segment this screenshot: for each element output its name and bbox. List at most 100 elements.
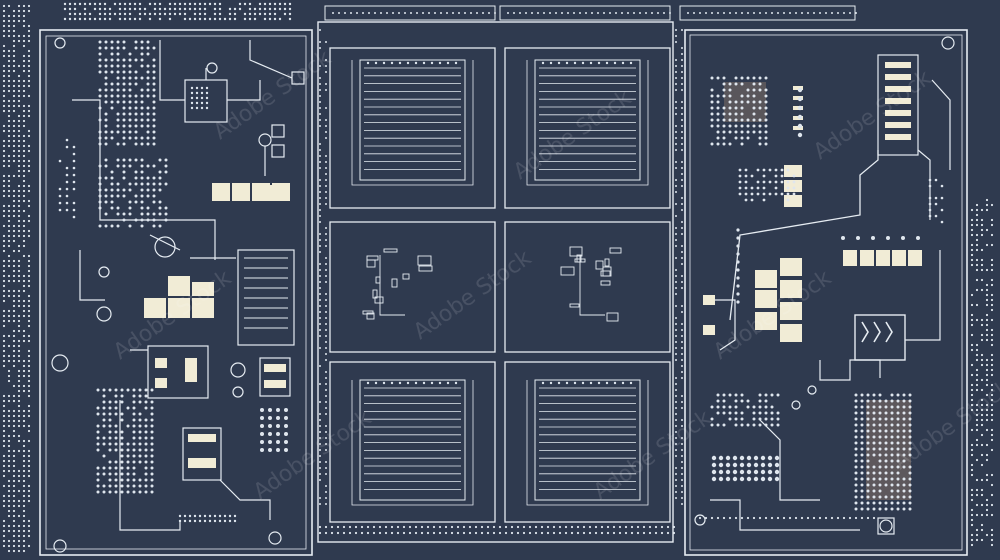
center-connector-top-pins-1 bbox=[541, 61, 633, 65]
right-cream-pad-a bbox=[784, 165, 802, 177]
right-dot-matrix-warm bbox=[854, 393, 912, 511]
top-left-dot-strip bbox=[63, 2, 292, 21]
right-cream-row-pad-3 bbox=[892, 250, 906, 266]
left-lower-via-a bbox=[230, 362, 246, 378]
left-via-large bbox=[96, 306, 112, 322]
right-cream-block-1 bbox=[755, 270, 777, 288]
center-module-f bbox=[504, 361, 671, 523]
left-dot-matrix-top bbox=[98, 40, 156, 146]
center-connector-bracket-2 bbox=[351, 380, 474, 506]
trace-left-top-b bbox=[249, 40, 293, 79]
right-cream-row-pad-4 bbox=[908, 250, 922, 266]
center-module-a bbox=[329, 47, 496, 209]
mount-hole-mid-left bbox=[51, 354, 69, 372]
top-header-ticks-0 bbox=[332, 12, 496, 14]
left-dot-column bbox=[58, 138, 76, 219]
center-right-pin-column bbox=[675, 29, 683, 505]
right-cream-block-7 bbox=[780, 324, 802, 342]
left-via-small bbox=[98, 266, 110, 278]
left-lower-chip-pad-a bbox=[155, 358, 167, 368]
center-connector-bracket-1 bbox=[526, 60, 649, 186]
right-edge-dot-strip bbox=[970, 198, 994, 547]
center-schematic-glyph-1-11 bbox=[604, 258, 610, 267]
trace-left-long-b bbox=[79, 250, 105, 301]
mount-hole-top-left bbox=[54, 37, 66, 49]
right-small-pad-a bbox=[703, 295, 715, 305]
left-cream-pad-1 bbox=[144, 298, 166, 318]
left-cream-pad-5 bbox=[192, 282, 214, 296]
center-schematic-glyph-0-4 bbox=[391, 278, 398, 288]
center-schematic-glyph-1-8 bbox=[569, 303, 580, 308]
trace-right-main bbox=[729, 150, 879, 321]
trace-right-ladder-out bbox=[917, 149, 931, 220]
center-frame-outer bbox=[317, 21, 674, 543]
left-lower-chip-pad-b bbox=[155, 378, 167, 388]
right-cream-block-5 bbox=[780, 302, 802, 320]
center-schematic-glyph-0-5 bbox=[366, 312, 375, 320]
center-connector-top-pins-3 bbox=[541, 381, 633, 385]
right-dot-matrix-mid bbox=[738, 168, 796, 202]
right-resistor-ladder bbox=[877, 54, 919, 156]
right-dot-matrix-lower bbox=[710, 393, 780, 427]
trace-right-small bbox=[715, 299, 736, 351]
center-connector-bracket-3 bbox=[526, 380, 649, 506]
right-logic-chip-glyph-0 bbox=[861, 321, 869, 343]
right-cream-block-6 bbox=[755, 312, 777, 330]
left-bottom-chip bbox=[182, 427, 222, 481]
center-schematic-glyph-0-6 bbox=[362, 310, 374, 315]
right-vertical-pad-4 bbox=[793, 126, 803, 130]
right-vertical-pad-1 bbox=[793, 96, 803, 100]
left-cream-pad-4 bbox=[168, 276, 190, 296]
center-schematic-glyph-0-8 bbox=[417, 255, 432, 266]
center-schematic-glyph-1-2 bbox=[595, 260, 604, 270]
right-small-pad-b bbox=[703, 325, 715, 335]
left-bottom-pin-row bbox=[178, 514, 237, 523]
left-dot-matrix-mid bbox=[98, 158, 168, 228]
center-schematic-glyph-1-3 bbox=[609, 247, 622, 254]
right-ladder-bar-5 bbox=[885, 122, 911, 128]
center-left-pin-column bbox=[319, 29, 327, 505]
center-schematic-trace-0 bbox=[379, 255, 405, 316]
left-edge-dot-strip bbox=[2, 4, 31, 553]
mount-hole-top-right bbox=[941, 36, 955, 50]
right-ladder-bar-1 bbox=[885, 74, 911, 80]
right-logic-chip-glyph-2 bbox=[885, 321, 893, 343]
right-bottom-pad-outline bbox=[877, 517, 895, 535]
mount-hole-bottom-left bbox=[53, 539, 67, 553]
right-cream-row-vias bbox=[841, 236, 920, 240]
right-board-outline bbox=[684, 29, 968, 556]
center-connector-panel-0 bbox=[359, 59, 466, 181]
trace-right-chip-out bbox=[905, 250, 941, 341]
right-cream-row-pad-2 bbox=[876, 250, 890, 266]
center-connector-top-pins-0 bbox=[366, 61, 458, 65]
right-cream-row-pad-1 bbox=[860, 250, 874, 266]
center-schematic-glyph-1-10 bbox=[600, 280, 611, 286]
right-via-lower-b bbox=[791, 400, 801, 410]
left-ic-via bbox=[206, 62, 218, 74]
right-dot-matrix-top bbox=[710, 76, 768, 146]
right-cream-row-pad-0 bbox=[843, 250, 857, 266]
trace-left-top-a bbox=[159, 40, 185, 101]
center-schematic-glyph-1-6 bbox=[606, 312, 619, 322]
center-connector-top-pins-2 bbox=[366, 381, 458, 385]
right-ladder-bar-4 bbox=[885, 110, 911, 116]
mount-hole-bottom-right bbox=[879, 519, 893, 533]
right-cream-block-2 bbox=[780, 258, 802, 276]
right-vertical-pad-0 bbox=[793, 86, 803, 90]
right-via-lower-a bbox=[807, 385, 817, 395]
center-schematic-glyph-1-0 bbox=[569, 246, 583, 257]
center-connector-panel-2 bbox=[359, 379, 466, 501]
center-schematic-glyph-1-4 bbox=[560, 266, 575, 276]
mount-hole-bottom-right-left bbox=[268, 531, 282, 545]
left-lower-chip-b bbox=[259, 357, 291, 397]
left-bottom-pad-1 bbox=[188, 434, 216, 442]
left-lower-via-b bbox=[232, 386, 244, 398]
left-lower-chip-pad-c bbox=[185, 358, 197, 382]
left-lower-pad-1 bbox=[264, 364, 286, 372]
left-board-outline bbox=[39, 29, 313, 556]
right-via-column bbox=[736, 228, 740, 304]
right-edge-dot-column bbox=[928, 178, 944, 224]
left-cream-pad-3 bbox=[192, 298, 214, 318]
top-header-ticks-1 bbox=[507, 12, 671, 14]
left-bottom-dot-cluster bbox=[260, 408, 288, 452]
